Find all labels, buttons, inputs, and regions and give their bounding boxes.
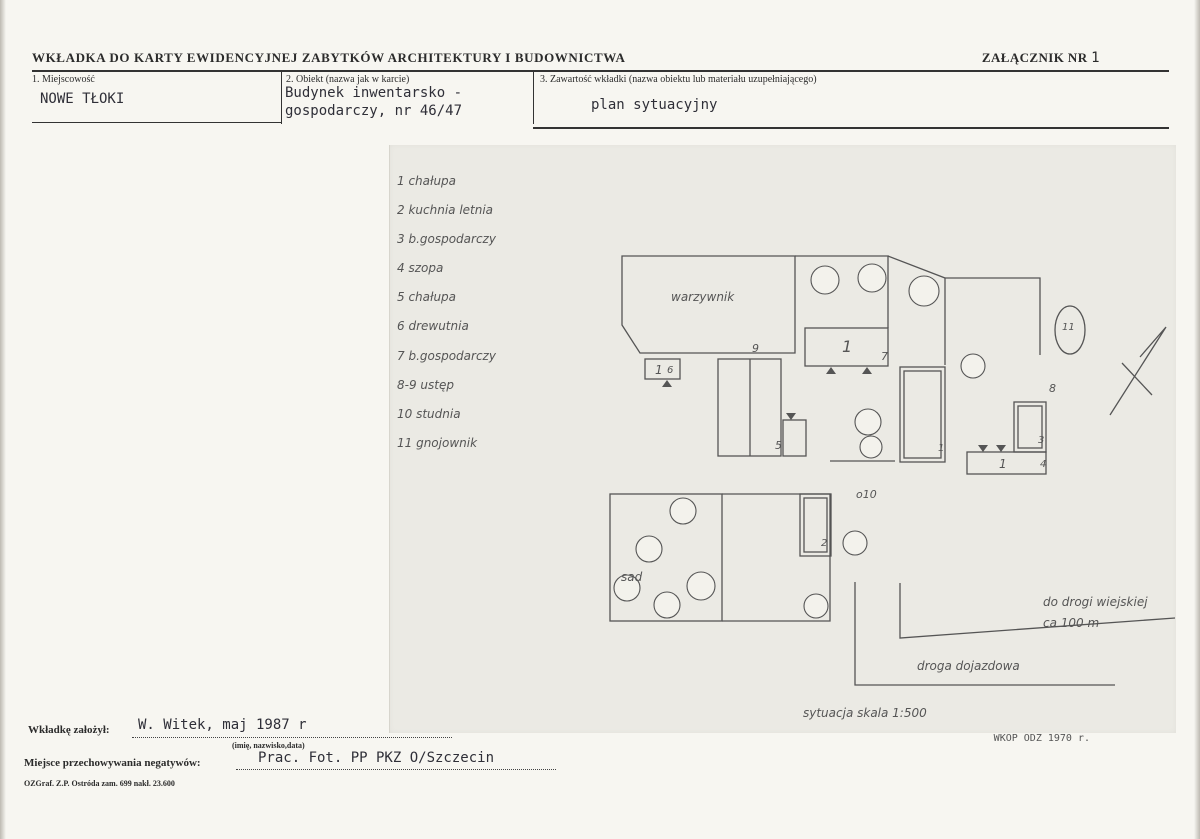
tree-icon: [686, 571, 716, 601]
contents-label: 3. Zawartość wkładki (nazwa obiektu lub …: [540, 74, 817, 85]
object-label: 2. Obiekt (nazwa jak w karcie): [286, 74, 410, 85]
annex-number: 1: [1091, 50, 1100, 66]
legend-item: 3 b.gospodarczy: [397, 232, 496, 247]
founded-dotted-line: [132, 737, 452, 738]
tree-icon: [653, 591, 681, 619]
plot-outline: [722, 493, 831, 622]
building-1: [899, 366, 946, 463]
field-divider-1: [281, 72, 282, 124]
founded-hint: (imię, nazwisko,data): [232, 741, 305, 750]
access-road-label: droga dojazdowa: [917, 659, 1020, 673]
plan-number: 7: [881, 350, 888, 363]
garden-outline: [621, 255, 796, 354]
tree-icon: [854, 408, 882, 436]
page-edge-right: [1194, 0, 1200, 839]
tree-icon: [669, 497, 697, 525]
well-10-label: o10: [856, 488, 877, 501]
access-road-line-2: [899, 583, 1176, 639]
annex-label: ZAŁĄCZNIK NR 1: [982, 50, 1100, 66]
location-label: 1. Miejscowość: [32, 74, 95, 85]
annex-label-text: ZAŁĄCZNIK NR: [981, 50, 1088, 65]
tree-icon: [960, 353, 986, 379]
plan-number: 4: [1040, 459, 1047, 470]
entrance-marker-icon: [862, 367, 872, 374]
document-title: WKŁADKA DO KARTY EWIDENCYJNEJ ZABYTKÓW A…: [32, 50, 626, 65]
plan-number: 2: [821, 538, 828, 549]
legend-item: 1 chałupa: [397, 174, 457, 188]
field-rule-1: [32, 122, 281, 123]
yard-outline-3: [945, 277, 1041, 355]
building-2-inner: [803, 497, 828, 553]
contents-value: plan sytuacyjny: [591, 97, 718, 113]
page-edge-left: [0, 0, 6, 839]
manure-pit-label: 11: [1062, 322, 1075, 333]
entrance-marker-icon: [978, 445, 988, 452]
storage-dotted-line: [236, 769, 556, 770]
building-1-inner: [903, 370, 942, 459]
tree-icon: [842, 530, 868, 556]
object-value-line2: gospodarczy, nr 46/47: [285, 103, 463, 119]
legend-item: 11 gnojownik: [397, 435, 478, 450]
building-5-annex: [782, 419, 807, 457]
site-plan-photo: 1 chałupa 2 kuchnia letnia 3 b.gospodarc…: [389, 145, 1176, 733]
plan-number: 1: [842, 337, 853, 356]
location-value: NOWE TŁOKI: [40, 91, 125, 107]
founded-value: W. Witek, maj 1987 r: [138, 717, 307, 733]
orchard-label: sad: [621, 570, 643, 584]
plan-number: 9: [752, 342, 759, 355]
legend-item: 4 szopa: [397, 261, 444, 276]
plan-number: 6: [667, 365, 674, 376]
tree-icon: [810, 265, 840, 295]
plan-number: 1: [655, 363, 663, 377]
storage-value: Prac. Fot. PP PKZ O/Szczecin: [258, 750, 495, 766]
building-6: [644, 358, 681, 380]
legend-item: 10 studnia: [397, 406, 461, 421]
field-divider-2: [533, 72, 534, 124]
tree-icon: [635, 535, 663, 563]
legend-item: 5 chałupa: [397, 290, 457, 305]
north-arrow-icon: [1109, 326, 1167, 416]
orchard-outline: [609, 493, 723, 622]
printer-info: OZGraf. Z.P. Ostróda zam. 699 nakł. 23.6…: [24, 779, 175, 788]
legend-item: 6 drewutnia: [397, 319, 469, 334]
building-4: [966, 451, 1047, 475]
legend-item: 2 kuchnia letnia: [397, 203, 494, 218]
tree-icon: [908, 275, 940, 307]
plan-number: 3: [1038, 435, 1045, 446]
entrance-marker-icon: [662, 380, 672, 387]
founded-label: Wkładkę założył:: [28, 724, 110, 736]
legend-item: 8-9 ustęp: [397, 377, 454, 392]
tree-icon: [613, 574, 641, 602]
tree-icon: [859, 435, 883, 459]
yard-outline-2: [887, 255, 946, 365]
building-3-inner: [1017, 405, 1043, 449]
tree-icon: [803, 593, 829, 619]
access-road-line-1: [854, 582, 1115, 686]
village-road-note-line2: ca 100 m: [1043, 616, 1100, 630]
plan-number: 8: [1049, 382, 1056, 395]
entrance-marker-icon: [996, 445, 1006, 452]
field-rule-3: [533, 127, 1169, 129]
plan-scale-caption: sytuacja skala 1:500: [803, 706, 927, 720]
storage-label: Miejsce przechowywania negatywów:: [24, 757, 201, 769]
garden-label: warzywnik: [671, 290, 735, 304]
manure-pit-11: [1054, 305, 1086, 355]
plan-number: 1: [938, 443, 945, 454]
plan-legend: 1 chałupa 2 kuchnia letnia 3 b.gospodarc…: [397, 167, 496, 458]
village-road-note-line1: do drogi wiejskiej: [1043, 595, 1148, 609]
header-rule-top: [32, 70, 1169, 72]
plan-number: 1: [999, 457, 1007, 471]
building-2: [799, 493, 832, 557]
building-7: [804, 327, 889, 367]
entrance-marker-icon: [786, 413, 796, 420]
legend-item: 7 b.gospodarczy: [397, 348, 496, 363]
entrance-marker-icon: [826, 367, 836, 374]
site-plan-drawing: [609, 255, 1176, 686]
object-value-line1: Budynek inwentarsko -: [285, 85, 463, 101]
tree-icon: [857, 263, 887, 293]
stamp-note: WKOP ODZ 1970 r.: [993, 733, 1090, 744]
plan-number: 5: [775, 439, 782, 452]
